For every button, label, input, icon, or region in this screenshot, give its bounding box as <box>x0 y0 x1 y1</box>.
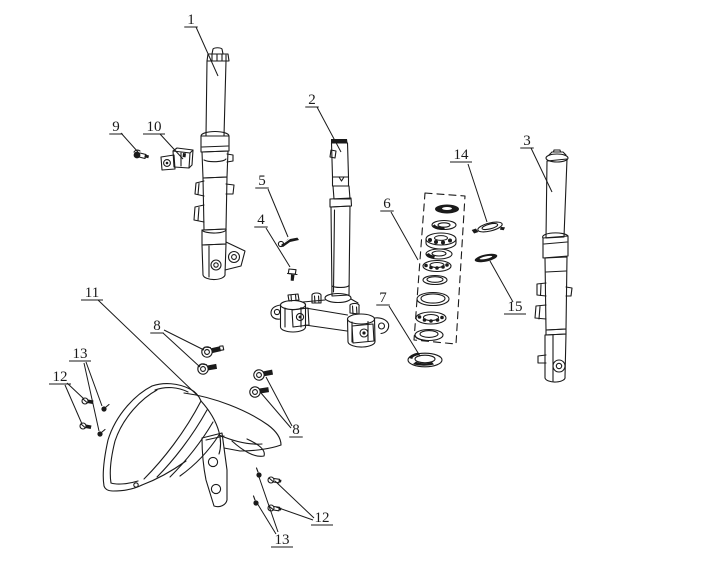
callout-label-10: 10 <box>147 119 162 135</box>
callout-label-3: 3 <box>523 133 531 149</box>
callout-label-9: 9 <box>112 119 120 135</box>
callout-9: 9 <box>109 119 139 153</box>
callout-8a: 8 <box>150 318 205 368</box>
steering-stem <box>329 139 353 297</box>
callout-11: 11 <box>81 285 199 397</box>
callout-14: 14 <box>450 147 488 223</box>
callout-13L: 13 <box>69 346 103 432</box>
bolt-9 <box>133 149 149 160</box>
callout-5: 5 <box>255 173 289 238</box>
callout-2: 2 <box>305 92 342 153</box>
callout-3: 3 <box>520 133 553 193</box>
bolt-4 <box>286 268 298 281</box>
fender-screws-left <box>79 397 110 437</box>
callout-label-8a: 8 <box>153 318 161 334</box>
callout-8b: 8 <box>260 376 303 438</box>
front-fender <box>102 383 282 508</box>
callout-label-7: 7 <box>379 290 387 306</box>
clamp-bracket-10 <box>160 147 194 171</box>
fender-bolts-8-upper <box>197 345 225 375</box>
fork-leg-right <box>534 149 573 383</box>
callout-label-13B: 13 <box>275 532 290 548</box>
callout-7: 7 <box>376 290 421 357</box>
callout-10: 10 <box>143 119 184 160</box>
callout-label-14: 14 <box>454 147 470 163</box>
callout-label-12B: 12 <box>315 510 330 526</box>
lower-triple-clamp <box>270 292 390 348</box>
callout-label-4: 4 <box>257 212 265 228</box>
callout-label-2: 2 <box>308 92 316 108</box>
fork-leg-left <box>193 47 246 281</box>
callout-label-13L: 13 <box>73 346 88 362</box>
washer-14 <box>471 221 506 234</box>
clip-5 <box>277 236 299 248</box>
bearing-race-lower <box>407 352 443 368</box>
fender-bolts-8-lower <box>249 369 274 398</box>
steering-bearing-set <box>413 192 466 345</box>
callout-label-15: 15 <box>508 299 523 315</box>
callout-12L: 12 <box>49 369 85 425</box>
callout-label-11: 11 <box>85 285 99 301</box>
callout-label-5: 5 <box>258 173 266 189</box>
callout-15: 15 <box>489 260 526 315</box>
callout-label-8b: 8 <box>292 422 300 438</box>
callout-1: 1 <box>184 12 219 77</box>
callout-13B: 13 <box>256 476 293 548</box>
callout-6: 6 <box>380 196 419 261</box>
callout-label-6: 6 <box>383 196 391 212</box>
callout-label-12L: 12 <box>53 369 68 385</box>
callout-label-1: 1 <box>187 12 195 28</box>
callout-4: 4 <box>254 212 291 268</box>
callout-12B: 12 <box>274 480 333 526</box>
washer-15 <box>474 253 498 263</box>
